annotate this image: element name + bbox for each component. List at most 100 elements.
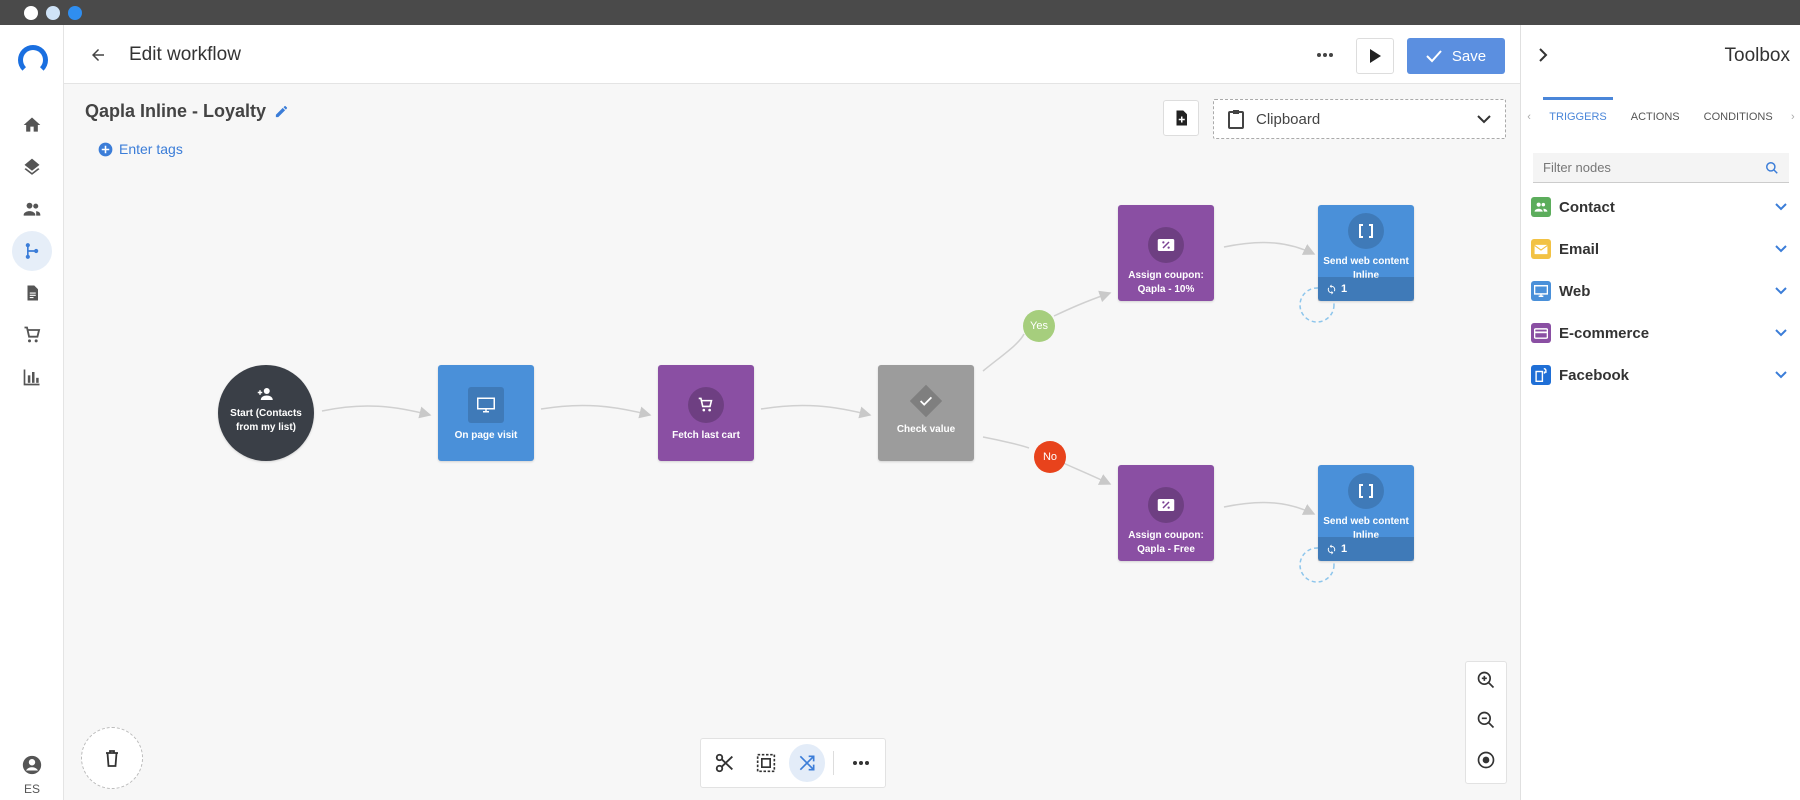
trash-icon[interactable] [81, 727, 143, 789]
category-ecommerce[interactable]: E-commerce [1531, 315, 1791, 351]
layers-icon[interactable] [12, 147, 52, 187]
condition-diamond-icon [908, 383, 944, 419]
save-button-label: Save [1451, 47, 1487, 65]
workflow-icon[interactable] [12, 231, 52, 271]
toolbox-panel: Toolbox ‹ TRIGGERS ACTIONS CONDITIONS › … [1520, 25, 1800, 800]
check-value-node[interactable]: Check value [878, 365, 974, 461]
toolbox-title: Toolbox [1724, 45, 1791, 66]
coupon-icon [1148, 227, 1184, 263]
tabs-scroll-left-icon[interactable]: ‹ [1527, 111, 1531, 123]
more-icon[interactable] [1309, 39, 1341, 71]
window-maximize-dot[interactable] [68, 6, 82, 20]
clipboard-icon [1228, 110, 1244, 129]
canvas-toolbar [700, 738, 886, 788]
add-circle-icon [98, 142, 113, 156]
enter-tags-link[interactable]: Enter tags [98, 141, 183, 157]
tab-actions[interactable]: ACTIONS [1630, 111, 1680, 123]
group-add-icon [248, 383, 284, 405]
chevron-right-icon[interactable] [1531, 43, 1555, 67]
category-web-label: Web [1559, 282, 1591, 300]
check-icon [1426, 50, 1442, 63]
home-icon[interactable] [12, 105, 52, 145]
play-button[interactable] [1356, 38, 1394, 74]
zoom-in-icon[interactable] [1476, 670, 1496, 695]
email-icon [1531, 239, 1551, 259]
web-content-bottom-label: Send web content Inline [1323, 516, 1409, 541]
workflow-canvas[interactable]: Qapla Inline - Loyalty Enter tags Clipbo… [64, 84, 1520, 800]
pencil-icon[interactable] [274, 104, 289, 119]
toolbar-divider [833, 751, 835, 775]
window-minimize-dot[interactable] [46, 6, 60, 20]
page-visit-label: On page visit [454, 430, 518, 441]
chevron-down-icon [1775, 329, 1787, 337]
page-title: Edit workflow [129, 44, 241, 65]
category-email[interactable]: Email [1531, 231, 1791, 267]
filter-nodes-placeholder: Filter nodes [1543, 160, 1611, 175]
web-content-top-label: Send web content Inline [1323, 256, 1409, 281]
people-icon[interactable] [12, 189, 52, 229]
category-facebook-label: Facebook [1559, 366, 1630, 384]
select-icon[interactable] [748, 744, 785, 782]
page-visit-node[interactable]: On page visit [438, 365, 534, 461]
chart-icon[interactable] [12, 357, 52, 397]
window-titlebar [0, 0, 1800, 25]
window-close-dot[interactable] [24, 6, 38, 20]
note-add-icon[interactable] [1163, 100, 1199, 136]
loop-icon [1327, 543, 1336, 555]
app-logo[interactable] [18, 45, 48, 75]
clipboard-dropdown[interactable]: Clipboard [1213, 99, 1506, 139]
start-node[interactable]: Start (Contacts from my list) [218, 365, 314, 461]
tab-conditions[interactable]: CONDITIONS [1703, 111, 1773, 123]
loop-icon [1327, 283, 1336, 295]
arrow-back-icon[interactable] [84, 41, 112, 69]
workflow-name: Qapla Inline - Loyalty [85, 101, 289, 122]
more-icon[interactable] [842, 744, 879, 782]
web-content-node-bottom[interactable]: Send web content Inline 1 [1318, 465, 1414, 561]
coupon-node-top[interactable]: Assign coupon: Qapla - 10% [1118, 205, 1214, 301]
cart-icon[interactable] [12, 315, 52, 355]
chevron-down-icon [1775, 371, 1787, 379]
category-web[interactable]: Web [1531, 273, 1791, 309]
tab-triggers[interactable]: TRIGGERS [1537, 97, 1618, 137]
page-header: Edit workflow Save [64, 25, 1520, 84]
chevron-down-icon [1775, 245, 1787, 253]
coupon-top-label: Assign coupon: Qapla - 10% [1128, 270, 1204, 295]
no-badge: No [1034, 441, 1066, 473]
chevron-down-icon [1477, 114, 1491, 123]
shuffle-icon[interactable] [788, 744, 826, 782]
side-navigation: ES [0, 25, 64, 800]
chevron-down-icon [1775, 287, 1787, 295]
coupon-node-bottom[interactable]: Assign coupon: Qapla - Free Shipping Nex… [1118, 465, 1214, 561]
people-icon [1531, 197, 1551, 217]
category-facebook[interactable]: Facebook [1531, 357, 1791, 393]
web-content-node-top[interactable]: Send web content Inline 1 [1318, 205, 1414, 301]
center-icon[interactable] [1476, 750, 1496, 775]
monitor-icon [468, 387, 504, 423]
clipboard-label: Clipboard [1256, 110, 1321, 128]
coupon-bottom-label: Assign coupon: Qapla - Free Shipping Nex… [1128, 530, 1204, 555]
category-contact[interactable]: Contact [1531, 189, 1791, 225]
facebook-icon [1531, 365, 1551, 385]
zoom-controls [1465, 661, 1507, 784]
play-icon [1370, 49, 1381, 63]
language-label[interactable]: ES [23, 782, 40, 796]
scissors-icon[interactable] [707, 744, 744, 782]
brackets-icon [1348, 473, 1384, 509]
fetch-cart-node[interactable]: Fetch last cart [658, 365, 754, 461]
check-value-label: Check value [896, 424, 956, 435]
zoom-out-icon[interactable] [1476, 710, 1496, 735]
save-button[interactable]: Save [1407, 38, 1505, 74]
web-content-top-footer: 1 [1318, 277, 1414, 301]
filter-nodes-input[interactable]: Filter nodes [1533, 153, 1789, 183]
coupon-icon [1148, 487, 1184, 523]
tabs-scroll-right-icon[interactable]: › [1791, 111, 1795, 123]
enter-tags-label: Enter tags [119, 141, 183, 157]
document-icon[interactable] [12, 273, 52, 313]
web-content-top-count: 1 [1341, 283, 1348, 295]
category-ecommerce-label: E-commerce [1559, 324, 1650, 342]
start-node-label: Start (Contacts from my list) [230, 408, 302, 433]
yes-badge: Yes [1023, 310, 1055, 342]
chevron-down-icon [1775, 203, 1787, 211]
account-icon[interactable] [12, 750, 52, 780]
brackets-icon [1348, 213, 1384, 249]
